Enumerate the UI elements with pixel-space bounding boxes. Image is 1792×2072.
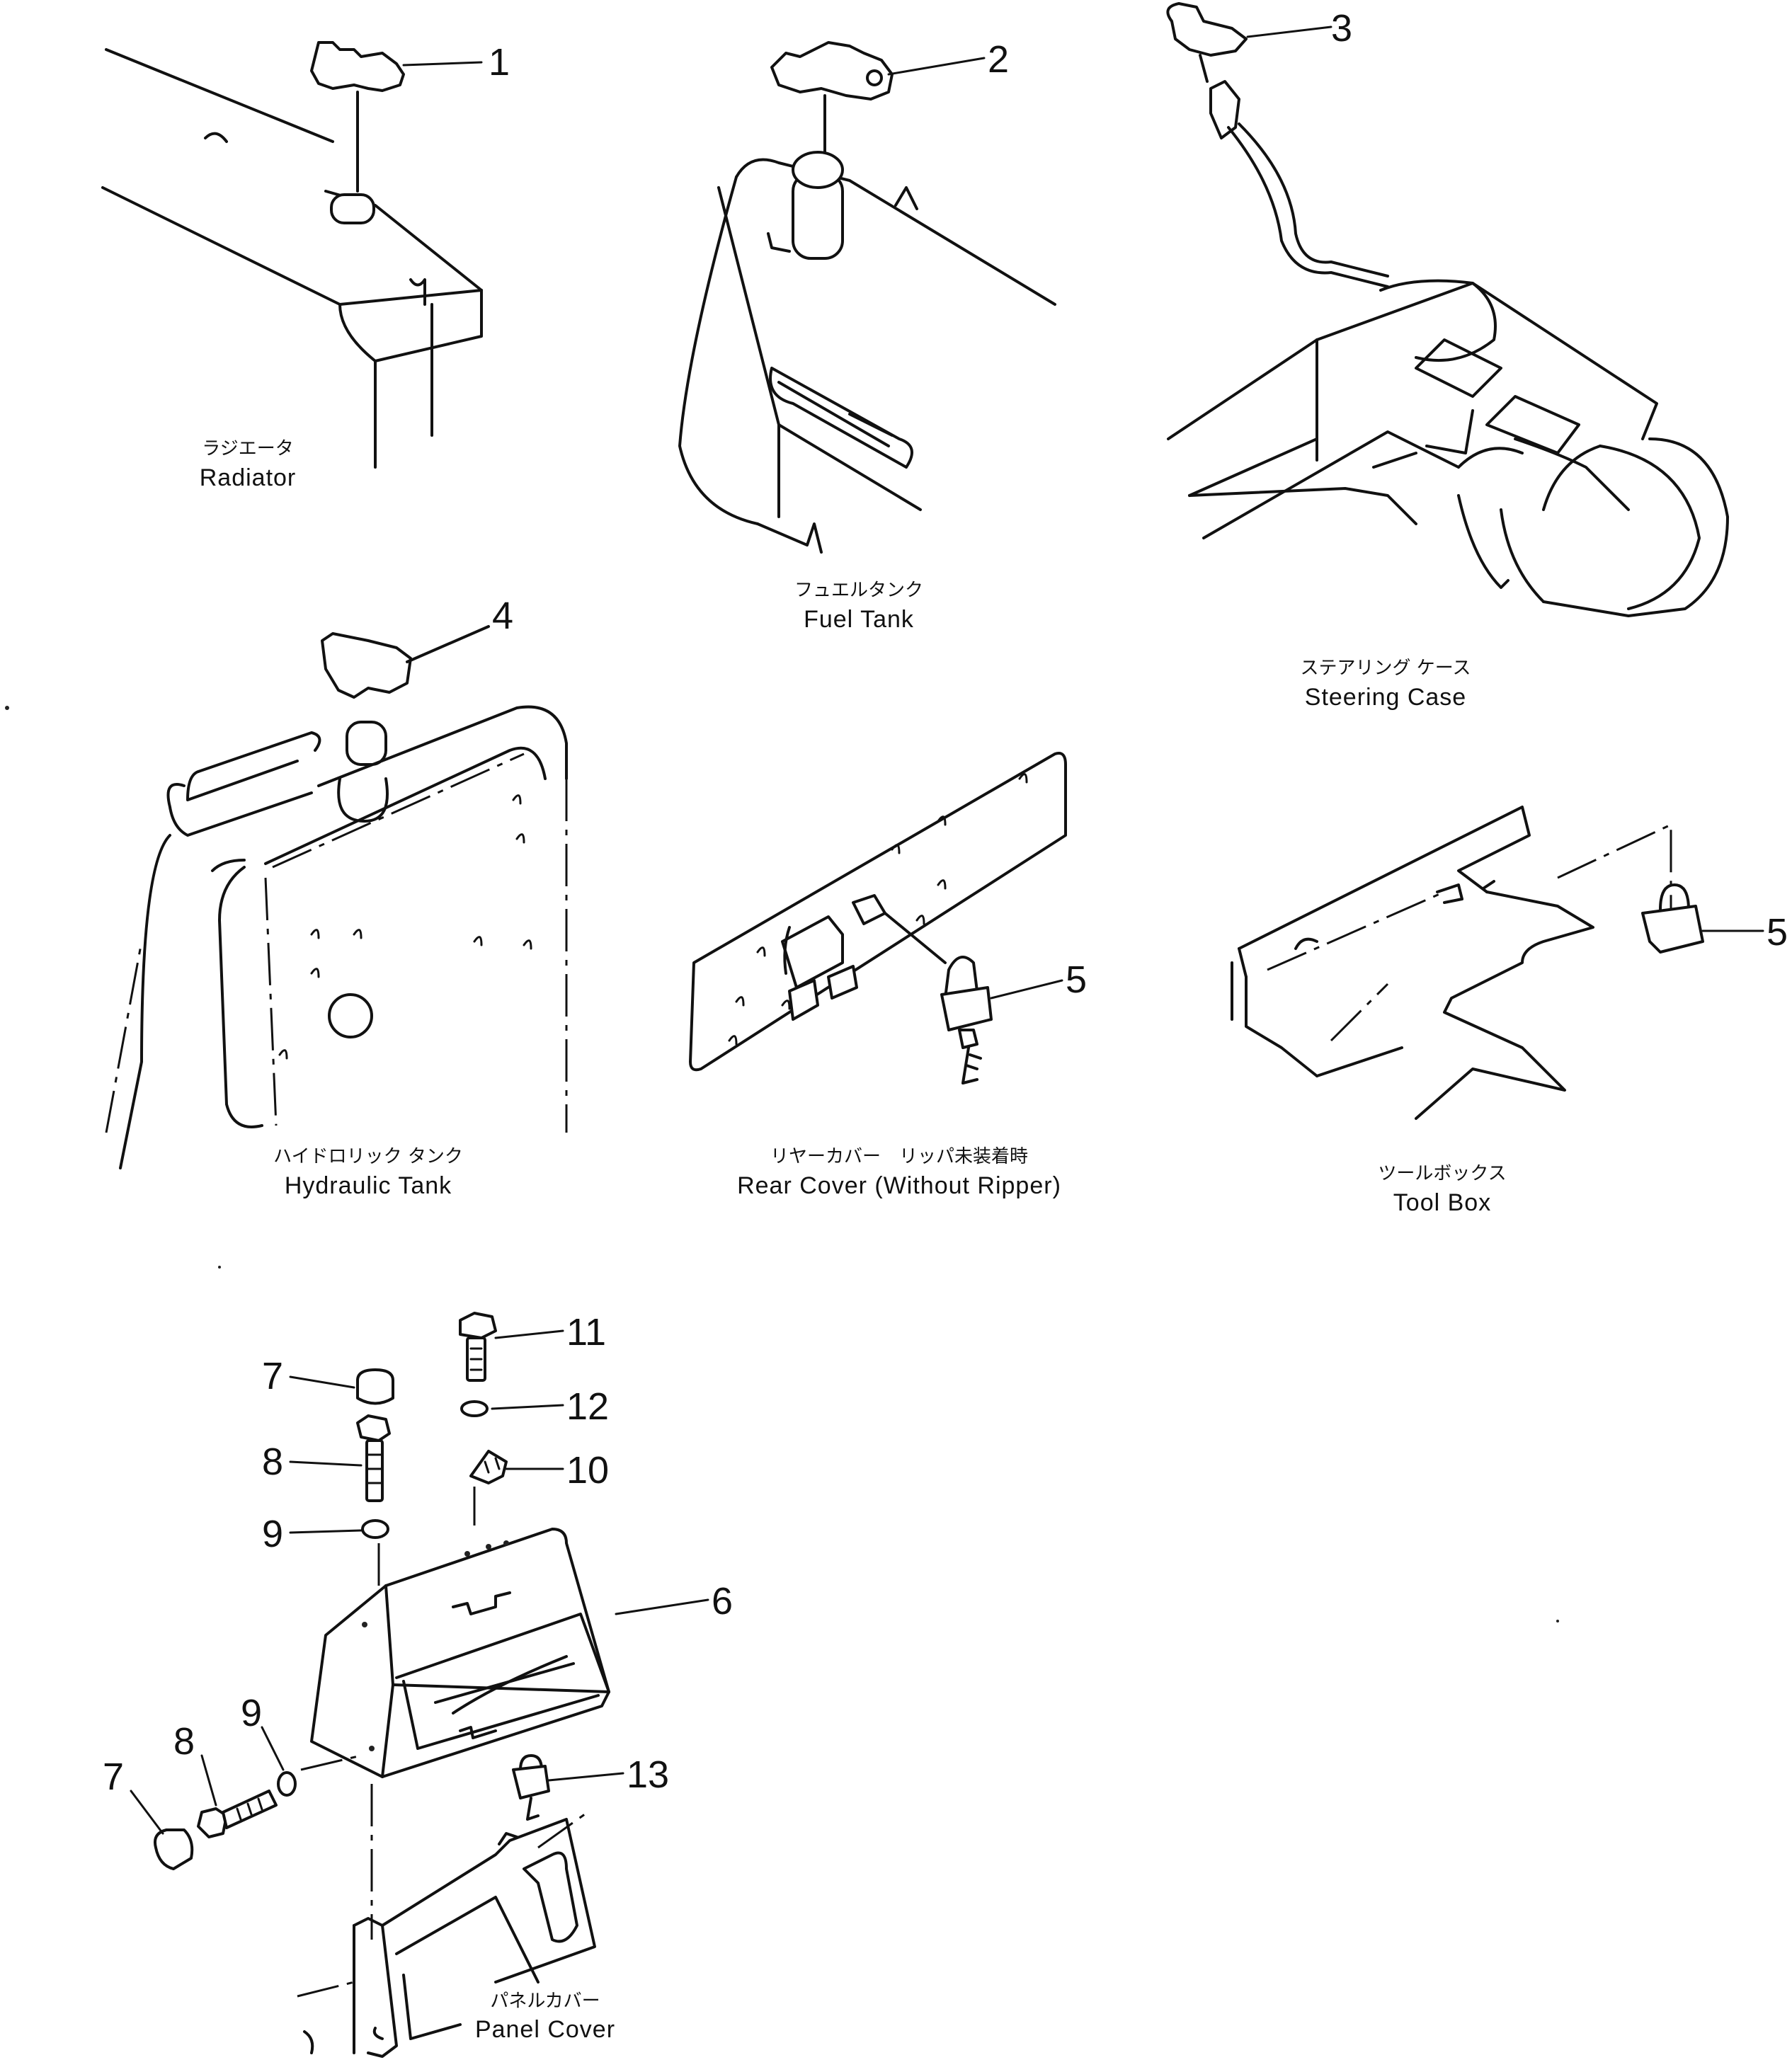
washer-12 bbox=[460, 1400, 489, 1417]
radiator-drawing bbox=[101, 41, 483, 469]
fuel-tank-cap bbox=[770, 41, 894, 101]
rear-cover-label-jp: リヤーカバー リッパ未装着時 bbox=[770, 1146, 1028, 1167]
hydraulic-tank-label-jp: ハイドロリック タンク bbox=[273, 1146, 463, 1167]
callout-4: 4 bbox=[492, 595, 513, 637]
steering-case-drawing bbox=[1166, 2, 1729, 617]
hydraulic-tank-label-en: Hydraulic Tank bbox=[285, 1172, 452, 1199]
steering-case-label-en: Steering Case bbox=[1305, 684, 1466, 711]
speck bbox=[1556, 1620, 1559, 1622]
callout-9-upper: 9 bbox=[262, 1513, 283, 1555]
radiator-cap bbox=[310, 41, 405, 92]
rear-cover-label-en: Rear Cover (Without Ripper) bbox=[737, 1172, 1061, 1199]
tool-box-label-jp: ツールボックス bbox=[1378, 1163, 1506, 1184]
fuel-tank-label-en: Fuel Tank bbox=[804, 606, 914, 633]
callout-11: 11 bbox=[566, 1311, 606, 1353]
tool-box-label-en: Tool Box bbox=[1393, 1189, 1491, 1216]
callout-9-side: 9 bbox=[241, 1692, 262, 1734]
plug-7-side bbox=[154, 1828, 194, 1870]
fuel-tank-drawing bbox=[678, 41, 1056, 554]
panel-cover-label-jp: パネルカバー bbox=[490, 1991, 600, 2012]
tool-box-padlock bbox=[1641, 905, 1704, 954]
steering-case-cap bbox=[1166, 2, 1248, 57]
callout-5-rear-cover: 5 bbox=[1066, 958, 1087, 1001]
bolt-8-upper bbox=[356, 1414, 391, 1442]
speck bbox=[5, 706, 9, 710]
rear-cover-drawing bbox=[689, 752, 1067, 1084]
callout-1: 1 bbox=[489, 41, 510, 84]
hydraulic-tank-drawing bbox=[105, 625, 568, 1169]
hydraulic-tank-cap bbox=[321, 632, 412, 699]
radiator-label-en: Radiator bbox=[200, 464, 297, 491]
callout-8-side: 8 bbox=[173, 1720, 195, 1763]
callout-10: 10 bbox=[566, 1449, 609, 1492]
callout-7-side: 7 bbox=[103, 1756, 124, 1798]
washer-9-upper bbox=[361, 1519, 389, 1539]
callout-2: 2 bbox=[988, 38, 1009, 81]
panel-box-6 bbox=[310, 1528, 610, 1778]
callout-12: 12 bbox=[566, 1385, 609, 1428]
callout-13: 13 bbox=[627, 1753, 669, 1796]
washer-9-side bbox=[277, 1771, 297, 1797]
fuel-tank-label-jp: フュエルタンク bbox=[794, 580, 923, 601]
callout-5-tool-box: 5 bbox=[1767, 911, 1788, 954]
steering-case-label-jp: ステアリング ケース bbox=[1301, 658, 1471, 679]
radiator-label-jp: ラジエータ bbox=[202, 438, 293, 459]
rear-cover-padlock bbox=[940, 986, 993, 1031]
panel-cover-drawing bbox=[130, 1312, 709, 2058]
callout-6: 6 bbox=[712, 1580, 733, 1622]
plug-7-upper bbox=[356, 1368, 394, 1405]
bracket-10 bbox=[469, 1450, 508, 1484]
callout-3: 3 bbox=[1331, 7, 1352, 50]
padlock-13 bbox=[512, 1765, 550, 1799]
panel-cover-label-en: Panel Cover bbox=[475, 2016, 615, 2043]
tool-box-drawing bbox=[1231, 806, 1764, 1120]
callout-7-upper: 7 bbox=[262, 1355, 283, 1397]
bolt-11 bbox=[459, 1312, 497, 1339]
callout-8-upper: 8 bbox=[262, 1441, 283, 1483]
speck bbox=[218, 1266, 221, 1269]
